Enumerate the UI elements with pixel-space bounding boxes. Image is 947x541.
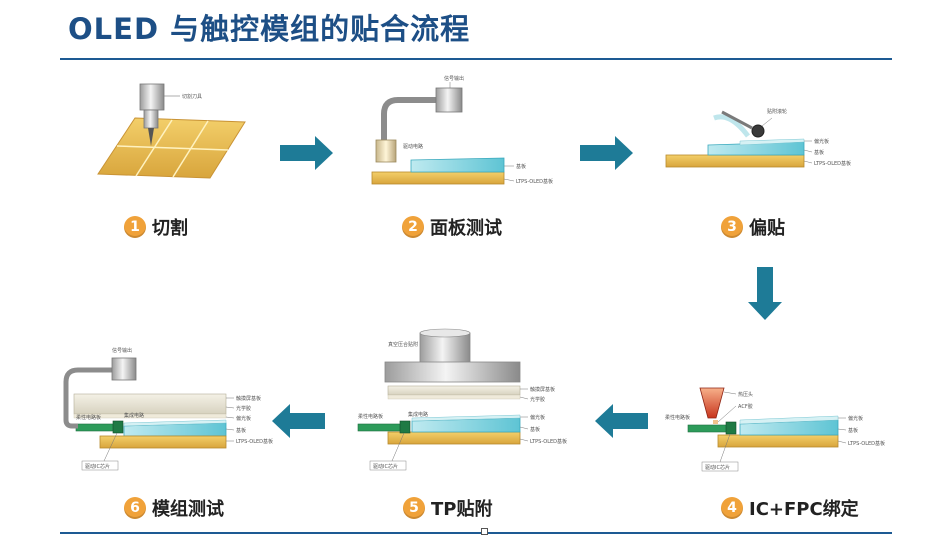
step-2-label: 面板测试 (430, 218, 502, 239)
s4-ic-label: 驱动IC芯片 (705, 464, 730, 471)
step3-illustration: 贴附滚轮 偏光板 基板 LTPS-OLED基板 (665, 108, 851, 168)
step4-illustration: 热压头 ACF胶 柔性电路板 偏光板 基板 LTPS-OLED基板 驱动IC芯片 (665, 387, 885, 472)
step-5-caption: 5 TP贴附 (403, 495, 492, 521)
s4-pol-label: 偏光板 (848, 415, 863, 422)
s6-fpc-label: 柔性电路板 (76, 414, 101, 421)
page-title: OLED 与触控模组的贴合流程 (68, 12, 471, 46)
s5-press-label: 真空压合贴附 (388, 341, 418, 348)
bottom-marker (481, 528, 488, 535)
s5-ic-label: 驱动IC芯片 (373, 463, 398, 470)
title-divider (60, 58, 892, 60)
step-1-caption: 1 切割 (124, 214, 188, 240)
flow-arrow-3 (748, 267, 782, 320)
s5-oca-label: 光学胶 (530, 396, 545, 403)
s6-glass-label: 基板 (236, 427, 246, 434)
step-1-badge: 1 (124, 216, 146, 238)
s5-base-label: LTPS-OLED基板 (530, 438, 567, 445)
step-3-badge: 3 (721, 216, 743, 238)
s5-pol-label: 偏光板 (530, 414, 545, 421)
flow-arrow-5 (272, 404, 325, 438)
s5-chip-label: 集成电路 (408, 411, 428, 418)
s4-head-label: 热压头 (738, 391, 753, 398)
s2-block-label: 驱动电路 (403, 143, 423, 150)
step-2-caption: 2 面板测试 (402, 214, 502, 240)
s4-base-label: LTPS-OLED基板 (848, 440, 885, 447)
s3-roller-label: 贴附滚轮 (767, 108, 787, 115)
bottom-divider (60, 532, 892, 534)
step6-illustration: 信号输出 触摸屏基板 光学胶 偏光板 柔性电路板 集成电路 基板 LTPS-OL… (63, 347, 273, 471)
step-5-badge: 5 (403, 497, 425, 519)
step-1-label: 切割 (152, 218, 188, 239)
step-4-label: IC+FPC绑定 (749, 499, 859, 520)
s1-tool-label: 切割刀具 (182, 93, 202, 100)
step-4-badge: 4 (721, 497, 743, 519)
flow-arrow-1 (280, 136, 333, 170)
flow-arrow-2 (580, 136, 633, 170)
s4-glass-label: 基板 (848, 427, 858, 434)
step-6-caption: 6 模组测试 (124, 495, 224, 521)
s5-fpc-label: 柔性电路板 (358, 413, 383, 420)
s6-probe-label: 信号输出 (112, 347, 132, 354)
s2-glass-label: 基板 (516, 163, 526, 170)
s4-fpc-label: 柔性电路板 (665, 414, 690, 421)
step-6-badge: 6 (124, 497, 146, 519)
s2-probe-label: 信号输出 (444, 75, 464, 82)
s6-ic-label: 驱动IC芯片 (85, 463, 110, 470)
step-2-badge: 2 (402, 216, 424, 238)
s5-tp-label: 触摸屏基板 (530, 386, 555, 393)
step-3-label: 偏贴 (749, 218, 785, 239)
step-4-caption: 4 IC+FPC绑定 (721, 495, 859, 521)
s6-base-label: LTPS-OLED基板 (236, 438, 273, 445)
step5-illustration: 真空压合贴附 触摸屏基板 光学胶 柔性电路板 集成电路 偏光板 基板 LTPS-… (357, 328, 567, 471)
s4-acf-label: ACF胶 (738, 403, 753, 410)
s3-base-label: LTPS-OLED基板 (814, 160, 851, 167)
s2-base-label: LTPS-OLED基板 (516, 178, 553, 185)
step-6-label: 模组测试 (152, 499, 224, 520)
s6-chip-label: 集成电路 (124, 412, 144, 419)
s6-tp-label: 触摸屏基板 (236, 395, 261, 402)
s3-pol-label: 偏光板 (814, 138, 829, 145)
flow-arrow-4 (595, 404, 648, 438)
s3-glass-label: 基板 (814, 149, 824, 156)
step-5-label: TP贴附 (431, 499, 493, 520)
step2-illustration: 信号输出 驱动电路 基板 LTPS-OLED基板 (371, 75, 553, 185)
s6-pol-label: 偏光板 (236, 415, 251, 422)
s5-glass-label: 基板 (530, 426, 540, 433)
step1-illustration: 切割刀具 (97, 83, 246, 179)
step-3-caption: 3 偏贴 (721, 214, 785, 240)
s6-oca-label: 光学胶 (236, 405, 251, 412)
